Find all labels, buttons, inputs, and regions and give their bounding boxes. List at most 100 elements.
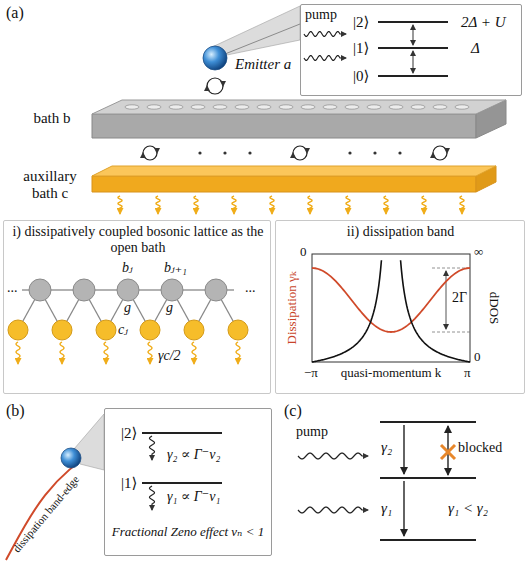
loss-arrow <box>460 196 464 214</box>
path-shape <box>143 153 157 160</box>
loss-arrow <box>236 342 240 364</box>
loss-arrow <box>148 342 152 364</box>
loss-arrow <box>422 196 426 214</box>
node-text: bath b <box>30 110 74 127</box>
label-text: pump <box>296 424 328 440</box>
auxiliary-site <box>228 320 248 340</box>
label-text: ∞ <box>474 245 483 260</box>
slab-front <box>92 176 476 192</box>
loss-arrow <box>60 342 64 364</box>
blocked-cross <box>441 445 455 459</box>
label-text: (a) <box>6 4 24 22</box>
pump-arrow <box>304 32 346 37</box>
label-text: dDOS <box>487 292 502 325</box>
label-text: γ₁ < γ₂ <box>448 500 488 517</box>
bath-slab: bath b <box>30 96 508 142</box>
energy-levels <box>142 433 222 483</box>
node-text: γ₂ ∝ Γ⁻ν₂ <box>167 447 220 463</box>
label-text: dissipation band-edge <box>10 473 82 555</box>
line-shape <box>380 421 476 423</box>
loss-arrow <box>232 196 236 214</box>
loss-arrow <box>104 342 108 364</box>
dos-curve <box>312 260 381 362</box>
pump-arrow <box>298 453 368 459</box>
energy-levels <box>380 422 476 540</box>
slab-hole <box>345 105 359 109</box>
node-text: 2Δ + U <box>461 14 506 31</box>
ellipsis-dot <box>248 151 251 154</box>
label-text: −π <box>304 366 318 381</box>
dos-curve <box>401 260 470 362</box>
path-shape <box>143 146 157 153</box>
label-text: γ₁ <box>381 500 392 517</box>
node-text: |1⟩ <box>353 40 369 57</box>
pump-arrow <box>304 56 346 61</box>
node-text: Δ <box>471 40 480 57</box>
slab-hole <box>455 105 469 109</box>
label-text: 0 <box>300 245 307 260</box>
line-shape <box>412 51 413 73</box>
gap-arrow <box>446 271 447 329</box>
node-text: |0⟩ <box>353 68 369 85</box>
slab-hole <box>323 105 337 109</box>
ellipsis-dot <box>348 151 351 154</box>
loss-arrow <box>194 196 198 214</box>
energy-levels <box>378 22 448 76</box>
bath-site <box>205 279 227 301</box>
coupling-loop <box>433 146 447 160</box>
line-shape <box>441 445 455 459</box>
label-text: γ₂ <box>381 439 392 456</box>
dissipation-curve <box>312 268 470 332</box>
label-text: ... <box>245 280 256 296</box>
line-shape <box>412 25 413 45</box>
loss-arrow <box>270 196 274 214</box>
line-shape <box>403 481 404 536</box>
line-shape <box>142 432 222 434</box>
slab-hole <box>213 105 227 109</box>
ellipsis-dot <box>223 151 226 154</box>
node-text: Fractional Zeno effect νₙ < 1 <box>107 525 269 540</box>
bath-site <box>117 279 139 301</box>
emitter-ball <box>61 448 81 468</box>
level-inset: |2⟩γ₂ ∝ Γ⁻ν₂|1⟩γ₁ ∝ Γ⁻ν₁Fractional Zeno … <box>104 408 272 556</box>
node-text: |1⟩ <box>121 475 137 492</box>
bath-site <box>161 279 183 301</box>
slab-top <box>92 166 496 176</box>
label-text: bⱼ <box>122 260 133 276</box>
decay-arrow <box>150 436 155 460</box>
loss-arrow <box>156 196 160 214</box>
node-text: Emitter a <box>235 56 291 73</box>
zoom-connector <box>226 24 300 54</box>
node-text: ii) dissipation band <box>276 224 525 240</box>
label-text: cⱼ <box>118 322 128 338</box>
slab-hole <box>367 105 381 109</box>
slab-hole <box>389 105 403 109</box>
slab-hole <box>433 105 447 109</box>
label-text: 2Γ <box>452 290 467 306</box>
line-shape <box>432 332 470 333</box>
label-text: g <box>166 300 173 316</box>
loss-arrow <box>118 196 122 214</box>
label-text: bⱼ₊₁ <box>164 260 187 276</box>
bath-site <box>73 279 95 301</box>
decay-arrow <box>150 486 155 510</box>
slab-hole <box>191 105 205 109</box>
line-shape <box>380 539 476 541</box>
aux-shape <box>14 162 508 214</box>
node-text: γ₁ ∝ Γ⁻ν₁ <box>167 489 220 505</box>
zoom-funnel <box>210 6 300 56</box>
bath-shape <box>30 96 508 142</box>
aux-bath-slab: auxillary bath c <box>14 162 508 214</box>
auxiliary-site <box>184 320 204 340</box>
ellipsis-dot <box>198 151 201 154</box>
pump-arrow <box>298 507 368 513</box>
line-shape <box>378 75 448 77</box>
slab-front <box>92 114 476 138</box>
line-shape <box>403 425 404 474</box>
path-shape <box>293 153 307 160</box>
path-shape <box>433 146 447 153</box>
slab-hole <box>147 105 161 109</box>
auxiliary-site <box>140 320 160 340</box>
label-text: 0 <box>474 350 481 365</box>
